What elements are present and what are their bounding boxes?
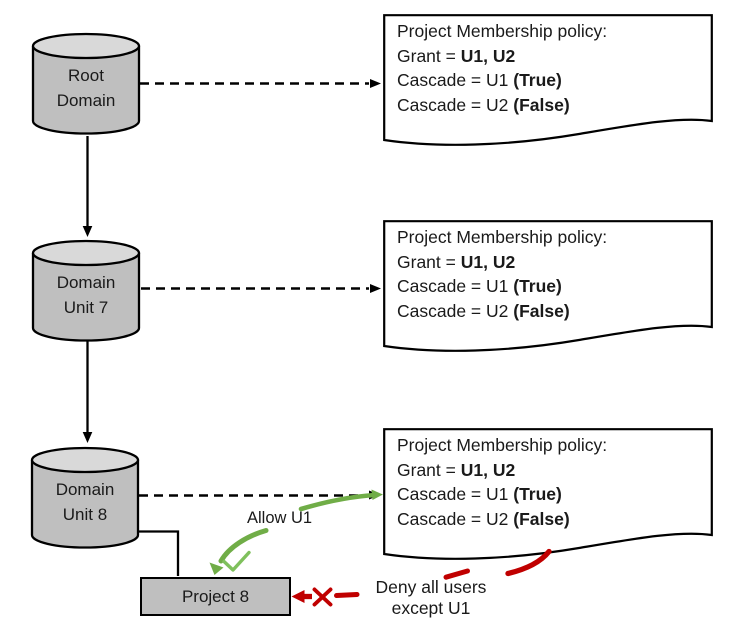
policy-cascade-u1-line: Cascade = U1 (True) xyxy=(397,482,607,507)
policy-grant-line: Grant = U1, U2 xyxy=(397,458,607,483)
node-root-domain: Root Domain xyxy=(31,31,141,135)
cascade-u1-value: (True) xyxy=(513,70,562,91)
cascade-u2-value: (False) xyxy=(513,300,570,321)
arrowhead-unit7-policy xyxy=(370,284,381,293)
policy-title: Project Membership policy: xyxy=(397,435,608,455)
node-label-line: Domain xyxy=(55,479,115,499)
deny-label-line1: Deny all users xyxy=(375,577,487,597)
deny-users-label: Deny all users except U1 xyxy=(361,577,501,619)
x-mark-icon xyxy=(312,587,333,607)
cylinder-body xyxy=(33,253,139,341)
node-label-project-8: Project 8 xyxy=(181,586,250,606)
policy-cascade-u2-line: Cascade = U2 (False) xyxy=(397,93,607,118)
grant-users: U1, U2 xyxy=(460,251,516,272)
allow-arrowhead-policy xyxy=(371,489,383,500)
grant-prefix: Grant = xyxy=(397,251,461,272)
checkmark-icon xyxy=(222,550,251,572)
policy-cascade-u1-line: Cascade = U1 (True) xyxy=(397,68,607,93)
allow-arrow-to-policy xyxy=(298,492,378,512)
cylinder-body xyxy=(33,46,139,134)
policy-cascade-u2-line: Cascade = U2 (False) xyxy=(397,507,607,532)
node-domain-unit-7: Domain Unit 7 xyxy=(31,238,141,342)
cascade-u2-prefix: Cascade = U2 xyxy=(397,300,514,321)
cascade-u2-prefix: Cascade = U2 xyxy=(397,508,514,529)
cascade-u2-value: (False) xyxy=(513,94,570,115)
node-label-line: Unit 7 xyxy=(63,297,109,317)
cylinder-body-outline xyxy=(30,460,140,549)
deny-arrow-dash xyxy=(334,592,360,598)
policy-title: Project Membership policy: xyxy=(397,21,608,41)
connector-unit8-to-project8 xyxy=(138,530,180,576)
cascade-u2-prefix: Cascade = U2 xyxy=(397,94,514,115)
policy-grant-line: Grant = U1, U2 xyxy=(397,250,607,275)
policy-note-shape xyxy=(383,220,713,352)
policy-grant-line: Grant = U1, U2 xyxy=(397,44,607,69)
allow-arrowhead-project xyxy=(209,562,224,575)
cylinder-top xyxy=(30,446,140,474)
deny-arrow-dash-diagonal xyxy=(443,568,470,580)
node-label-line: Unit 8 xyxy=(62,504,108,524)
cylinder-body xyxy=(32,460,138,548)
deny-arrow-curve xyxy=(505,548,552,577)
allow-u1-label: Allow U1 xyxy=(247,509,313,527)
arrowhead-root-policy xyxy=(370,79,381,88)
cascade-u2-value: (False) xyxy=(513,508,570,529)
cylinder-body-outline xyxy=(31,253,141,342)
node-domain-unit-8: Domain Unit 8 xyxy=(30,445,140,549)
policy-note-unit7: Project Membership policy: Grant = U1, U… xyxy=(383,220,715,370)
arrowhead-unit7-to-unit8 xyxy=(82,432,93,443)
node-label-domain-unit-8: Domain Unit 8 xyxy=(30,445,140,549)
grant-prefix: Grant = xyxy=(397,459,461,480)
policy-cascade-u2-line: Cascade = U2 (False) xyxy=(397,299,607,324)
deny-label-line2: except U1 xyxy=(391,598,471,618)
cylinder-top xyxy=(31,239,141,267)
grant-prefix: Grant = xyxy=(397,45,461,66)
node-project-8: Project 8 xyxy=(140,577,291,616)
cascade-u1-prefix: Cascade = U1 xyxy=(397,70,514,91)
node-label-line: Domain xyxy=(56,90,116,110)
grant-users: U1, U2 xyxy=(460,459,516,480)
policy-note-root: Project Membership policy: Grant = U1, U… xyxy=(383,14,715,164)
node-label-line: Domain xyxy=(56,272,116,292)
cascade-u1-value: (True) xyxy=(513,484,562,505)
policy-cascade-u1-line: Cascade = U1 (True) xyxy=(397,274,607,299)
policy-title: Project Membership policy: xyxy=(397,227,608,247)
deny-arrowhead xyxy=(291,590,305,603)
policy-note-shape xyxy=(383,428,713,560)
cylinder-body-outline xyxy=(31,46,141,135)
node-label-domain-unit-7: Domain Unit 7 xyxy=(31,238,141,342)
grant-users: U1, U2 xyxy=(460,45,516,66)
cascade-u1-value: (True) xyxy=(513,276,562,297)
arrowhead-root-to-unit7 xyxy=(82,226,93,237)
cascade-u1-prefix: Cascade = U1 xyxy=(397,276,514,297)
policy-note-shape xyxy=(383,14,713,146)
cascade-u1-prefix: Cascade = U1 xyxy=(397,484,514,505)
cylinder-top xyxy=(31,32,141,60)
node-label-root-domain: Root Domain xyxy=(31,31,141,135)
policy-note-unit8: Project Membership policy: Grant = U1, U… xyxy=(383,428,715,578)
allow-arrow-to-project xyxy=(218,528,269,564)
node-label-line: Root xyxy=(68,65,104,85)
